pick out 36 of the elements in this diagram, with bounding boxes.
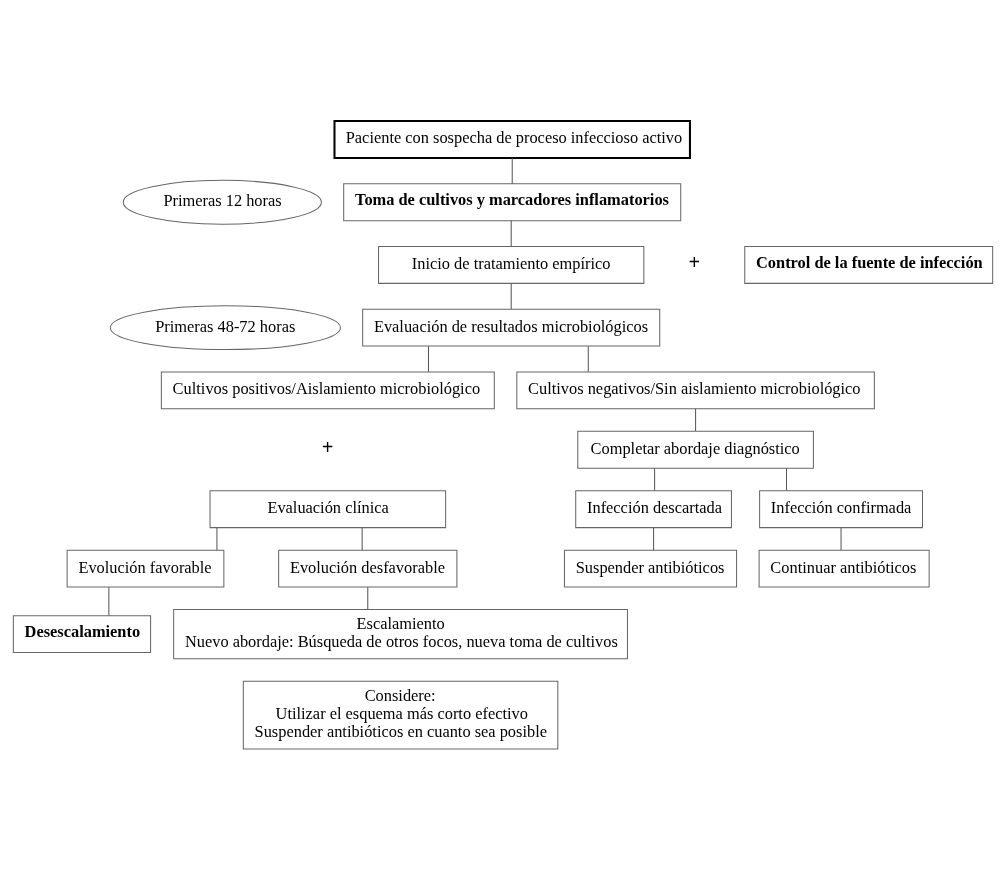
label: + <box>687 250 700 273</box>
node-box: Toma de cultivos y marcadores inflamatorios <box>342 182 681 221</box>
node-box: Escalamiento Nuevo abordaje: Búsqueda de otros focos, nueva toma de cultivos <box>172 608 628 659</box>
connector <box>785 467 787 491</box>
connector <box>510 282 512 310</box>
node-box: Evaluación de resultados microbiológicos <box>361 308 660 347</box>
connector <box>427 345 429 372</box>
label: + <box>321 435 333 458</box>
connector <box>653 467 655 491</box>
node-box: Suspender antibióticos <box>563 549 737 588</box>
node-box: Cultivos negativos/Sin aislamiento microbiológico <box>515 370 875 409</box>
node-box: Infección confirmada <box>758 489 923 528</box>
connector <box>361 526 363 550</box>
node-box: Evaluación clínica <box>209 489 446 528</box>
node-box: Infección descartada <box>574 489 732 528</box>
node-ellipse: Primeras 48-72 horas <box>109 304 341 350</box>
node-ellipse: Primeras 12 horas <box>122 179 322 225</box>
connector <box>652 526 654 550</box>
node-box: Inicio de tratamiento empírico <box>377 245 644 284</box>
connector <box>366 586 368 610</box>
node-box: Evolución favorable <box>66 549 224 588</box>
connector <box>510 219 512 247</box>
connector <box>840 526 842 550</box>
connector <box>694 407 696 432</box>
node-box: Completar abordaje diagnóstico <box>576 430 814 469</box>
node-box: Evolución desfavorable <box>277 549 457 588</box>
connector <box>587 345 589 372</box>
node-box: Desescalamiento <box>12 614 151 653</box>
node-box: Cultivos positivos/Aislamiento microbiológico <box>160 370 495 409</box>
connector <box>511 157 513 184</box>
connector <box>107 586 109 616</box>
node-box: Paciente con sospecha de proceso infeccioso activo <box>332 119 691 159</box>
node-box: Continuar antibióticos <box>758 549 930 588</box>
node-box: Considere: Utilizar el esquema más corto efectivo Suspender antibióticos en cuanto sea posible <box>242 680 558 749</box>
node-box: Control de la fuente de infección <box>743 245 993 284</box>
connector <box>215 526 217 550</box>
